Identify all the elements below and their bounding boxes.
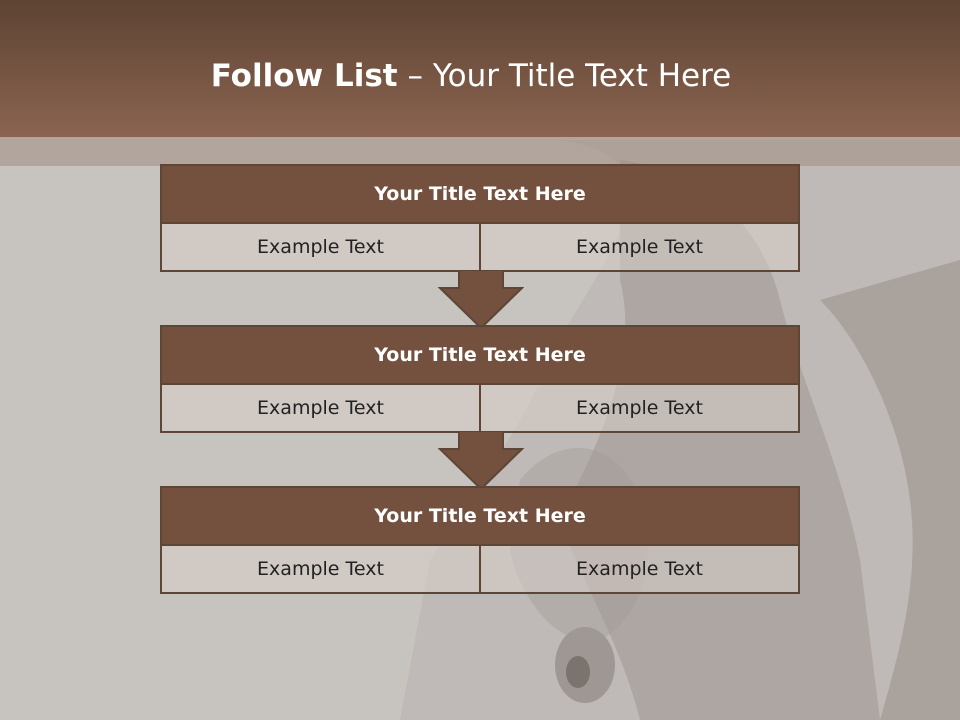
down-arrow-icon <box>438 270 524 330</box>
flow-cell-left: Example Text <box>162 385 479 431</box>
slide-title: Follow List – Your Title Text Here <box>0 52 942 100</box>
flow-cell-right: Example Text <box>479 224 798 270</box>
flow-block-row: Example Text Example Text <box>162 385 798 431</box>
slide-title-rest: – Your Title Text Here <box>397 58 732 94</box>
flow-cell-right: Example Text <box>479 385 798 431</box>
flow-cell-right: Example Text <box>479 546 798 592</box>
flow-block-title: Your Title Text Here <box>162 327 798 385</box>
down-arrow-icon <box>438 431 524 491</box>
flow-block-2: Your Title Text Here Example Text Exampl… <box>160 325 800 433</box>
header-bar <box>0 0 960 137</box>
flow-block-title: Your Title Text Here <box>162 488 798 546</box>
flow-cell-left: Example Text <box>162 224 479 270</box>
flow-block-1: Your Title Text Here Example Text Exampl… <box>160 164 800 272</box>
flow-block-3: Your Title Text Here Example Text Exampl… <box>160 486 800 594</box>
header-strip <box>0 137 960 166</box>
flow-block-row: Example Text Example Text <box>162 224 798 270</box>
slide-title-bold: Follow List <box>210 58 398 94</box>
flow-block-row: Example Text Example Text <box>162 546 798 592</box>
flow-block-title: Your Title Text Here <box>162 166 798 224</box>
flow-cell-left: Example Text <box>162 546 479 592</box>
